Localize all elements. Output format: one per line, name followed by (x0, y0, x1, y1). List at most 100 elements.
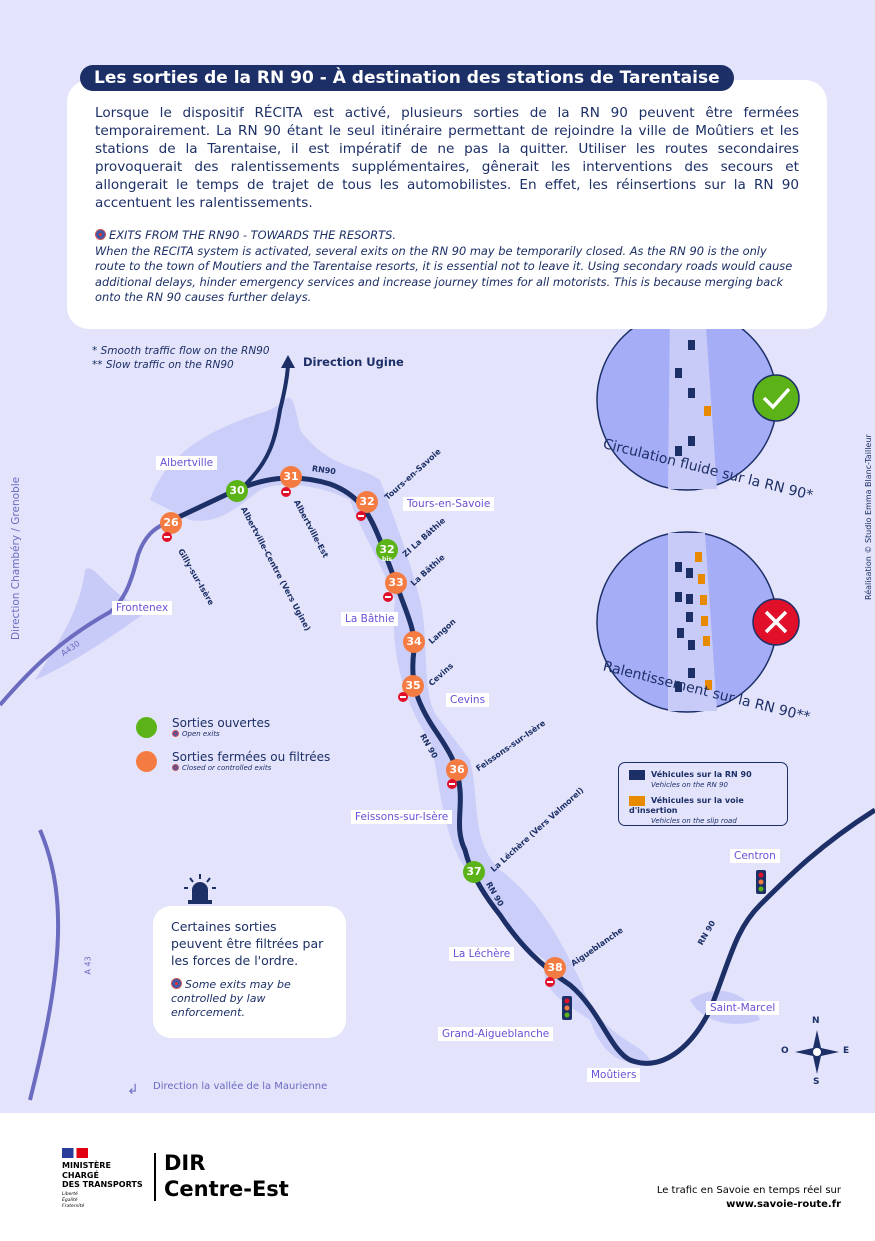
motto-line: Fraternité (62, 1203, 85, 1209)
ministry-line: DES TRANSPORTS (62, 1180, 143, 1189)
motto-line: Liberté (62, 1191, 78, 1197)
town-label: Moûtiers (587, 1068, 641, 1082)
website-link[interactable]: www.savoie-route.fr (726, 1199, 841, 1210)
green-dot-icon (136, 717, 157, 738)
exit-marker: 33 (385, 572, 407, 594)
uk-flag-icon (95, 229, 106, 240)
no-entry-icon (162, 532, 172, 542)
town-label: La Léchère (449, 947, 515, 961)
town-label: Tours-en-Savoie (403, 497, 495, 511)
legend-rn90-vehicles: Véhicules sur la RN 90 Vehicles on the RN… (629, 770, 777, 790)
compass-icon (795, 1030, 839, 1074)
direction-ugine: Direction Ugine (303, 355, 404, 369)
ministry-line: CHARGÉ (62, 1170, 99, 1180)
a43-road (28, 829, 61, 1101)
footnotes: * Smooth traffic flow on the RN90 ** Slo… (92, 344, 270, 372)
callout-en-body: Some exits may be controlled by law enfo… (171, 978, 291, 1019)
intro-text-en: EXITS FROM THE RN90 - TOWARDS THE RESORT… (95, 228, 799, 306)
legend-open-label: Sorties ouvertes (172, 716, 271, 730)
legend-open-en: Open exits (182, 730, 220, 738)
compass-n: N (812, 1016, 820, 1026)
arrow-down-left-icon: ↲ (127, 1082, 139, 1098)
dir-line: DIR (164, 1151, 206, 1175)
ministry-line: MINISTÈRE (62, 1161, 111, 1170)
intro-title-en: EXITS FROM THE RN90 - TOWARDS THE RESORT… (109, 228, 396, 242)
no-entry-icon (383, 592, 393, 602)
intro-body-en: When the RECITA system is activated, sev… (95, 243, 793, 305)
exit-marker: 26 (160, 512, 182, 534)
town-label: La Bâthie (341, 612, 399, 626)
legend-label-en: Vehicles on the slip road (651, 817, 737, 825)
uk-flag-icon (172, 730, 179, 737)
callout-law-enforcement: Certaines sorties peuvent être filtrées … (153, 906, 346, 1038)
legend-label-en: Vehicles on the RN 90 (651, 781, 728, 789)
legend-label: Véhicules sur la RN 90 (651, 770, 752, 779)
logo-divider (154, 1153, 156, 1201)
legend-exits: Sorties ouvertes Open exits Sorties ferm… (136, 716, 330, 772)
town-label: Feissons-sur-Isère (351, 810, 453, 824)
uk-flag-icon (172, 764, 179, 771)
legend-closed: Sorties fermées ou filtrées Closed or co… (136, 750, 330, 772)
note-smooth: * Smooth traffic flow on the RN90 (92, 345, 270, 357)
exit-number: 32 (379, 543, 395, 556)
legend-closed-en: Closed or controlled exits (182, 764, 272, 772)
police-siren-icon (184, 874, 216, 904)
exit-marker: 36 (446, 759, 468, 781)
no-entry-icon (281, 487, 291, 497)
navy-swatch (629, 770, 645, 780)
legend-vehicles: Véhicules sur la RN 90 Vehicles on the RN… (618, 762, 788, 826)
circle-smooth-traffic (596, 309, 800, 491)
legend-closed-label: Sorties fermées ou filtrées (172, 750, 331, 764)
town-label: Grand-Aigueblanche (438, 1027, 554, 1041)
orange-swatch (629, 796, 645, 806)
arrow-up-icon (281, 355, 295, 368)
no-entry-icon (545, 977, 555, 987)
note-slow: ** Slow traffic on the RN90 (92, 359, 234, 371)
no-entry-icon (447, 779, 457, 789)
exit-marker: 32 (356, 491, 378, 513)
dir-logo: DIR Centre-Est (164, 1150, 289, 1202)
town-label: Centron (730, 849, 780, 863)
town-label: Cevins (446, 693, 490, 707)
direction-maurienne: Direction la vallée de la Maurienne (153, 1081, 328, 1092)
ugine-branch (243, 361, 290, 487)
town-label: Frontenex (112, 601, 173, 615)
callout-text-en: Some exits may be controlled by law enfo… (171, 978, 328, 1020)
legend-label: Véhicules sur la voie d'insertion (629, 796, 744, 815)
intro-text-fr: Lorsque le dispositif RÉCITA est activé,… (95, 105, 799, 211)
no-entry-icon (398, 692, 408, 702)
realtime-text: Le trafic en Savoie en temps réel sur (656, 1185, 841, 1196)
exit-suffix: bis (382, 556, 392, 563)
compass-o: O (781, 1046, 789, 1056)
exit-marker: 35 (402, 675, 424, 697)
compass-e: E (843, 1046, 850, 1056)
motto-line: Égalité (62, 1197, 78, 1203)
credit: Réalisation © Studio Emma Blanc-Tailleur (864, 434, 873, 600)
town-label: Saint-Marcel (706, 1001, 780, 1015)
exit-marker: 37 (463, 861, 485, 883)
callout-text-fr: Certaines sorties peuvent être filtrées … (171, 919, 324, 968)
exit-marker: 30 (226, 480, 248, 502)
uk-flag-icon (171, 978, 182, 989)
exit-marker: 31 (280, 466, 302, 488)
map-poster: Les sorties de la RN 90 - À destination … (0, 0, 875, 1113)
legend-open: Sorties ouvertes Open exits (136, 716, 330, 750)
exit-marker: 38 (544, 957, 566, 979)
french-flag-logo (62, 1148, 88, 1158)
page-title: Les sorties de la RN 90 - À destination … (80, 65, 734, 91)
intro-panel: Lorsque le dispositif RÉCITA est activé,… (67, 80, 827, 329)
traffic-light-icon (756, 870, 766, 894)
realtime-info: Le trafic en Savoie en temps réel sur ww… (657, 1184, 841, 1212)
orange-dot-icon (136, 751, 157, 772)
town-label: Albertville (156, 456, 218, 470)
no-entry-icon (356, 511, 366, 521)
traffic-light-icon (562, 996, 572, 1020)
compass-s: S (813, 1077, 820, 1087)
direction-chambery: Direction Chambéry / Grenoble (10, 476, 22, 640)
circle-slow-traffic (596, 531, 800, 713)
